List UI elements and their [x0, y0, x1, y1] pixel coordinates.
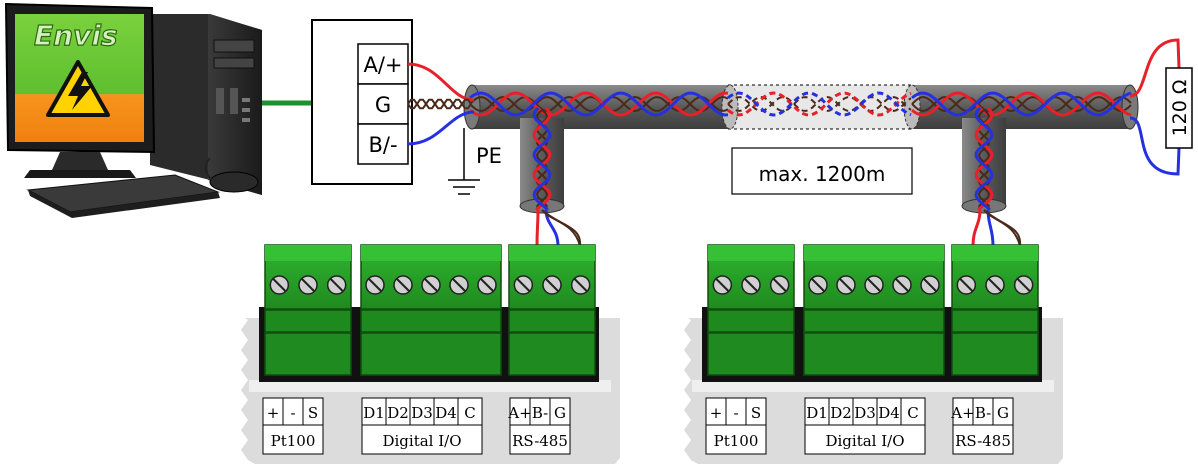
pin-table-rs-485: A+B- G RS-485 [950, 397, 1014, 455]
screw-icon [892, 275, 912, 295]
terminal-block-digital-i-o [803, 244, 945, 376]
pin-label: D2 [387, 404, 409, 422]
pin-label: - [290, 404, 295, 422]
pin-label: A+ [507, 404, 531, 422]
pin-label: S [751, 404, 761, 422]
mouse [209, 171, 259, 193]
group-label: Digital I/O [382, 432, 461, 450]
screw-icon [326, 275, 347, 295]
pin-label: B- [532, 404, 548, 422]
twisted-pair-wires [407, 38, 1181, 247]
screw-icon [769, 275, 790, 295]
group-label: Pt100 [714, 432, 759, 450]
screw-icon [421, 275, 441, 295]
brand-text: Envis [34, 19, 118, 52]
screw-icon [712, 275, 733, 295]
terminal-a-label: A/+ [363, 53, 402, 77]
screw-icon [1013, 275, 1034, 295]
pin-label: D1 [363, 404, 385, 422]
screw-icon [741, 275, 761, 295]
pin-label: + [267, 404, 280, 422]
distance-label: max. 1200m [759, 162, 886, 186]
screw-icon [269, 275, 290, 295]
monitor: Envis [4, 2, 156, 178]
terminal-block-rs-485 [951, 244, 1039, 376]
terminal-block-pt100 [707, 244, 795, 376]
terminator-label: 120 Ω [1169, 80, 1191, 137]
terminal-b-label: B/- [368, 133, 397, 157]
screw-icon [449, 275, 469, 295]
terminal-block-rs-485 [508, 244, 596, 376]
pin-label: + [710, 404, 723, 422]
ground-label: PE [476, 144, 502, 168]
screw-icon [513, 275, 534, 295]
group-label: RS-485 [955, 432, 1011, 450]
pin-label: D2 [830, 404, 852, 422]
terminal-a [357, 43, 409, 85]
terminal-block-digital-i-o [360, 244, 502, 376]
screw-icon [298, 275, 318, 295]
group-label: Digital I/O [825, 432, 904, 450]
screw-icon [570, 275, 591, 295]
screw-icon [808, 275, 828, 295]
pin-table-pt100: +-S Pt100 [262, 397, 324, 455]
pin-table-rs-485: A+B- G RS-485 [507, 397, 571, 455]
group-label: Pt100 [271, 432, 316, 450]
terminator-resistor: 120 Ω [1165, 67, 1193, 149]
screw-icon [477, 275, 497, 295]
pin-label: S [308, 404, 318, 422]
screw-icon [956, 275, 977, 295]
screw-icon [864, 275, 884, 295]
high-voltage-warning-icon [46, 60, 110, 117]
pin-label: A+ [950, 404, 974, 422]
ground-symbol: PE [448, 128, 502, 195]
converter-box: A/+ G B/- [311, 19, 413, 185]
group-label: RS-485 [512, 432, 568, 450]
screw-icon [985, 275, 1005, 295]
terminal-g-label: G [375, 93, 391, 117]
pin-table-pt100: +-S Pt100 [705, 397, 767, 455]
screw-icon [920, 275, 940, 295]
pin-label: G [554, 404, 566, 422]
terminal-block-pt100 [264, 244, 352, 376]
terminal-b [357, 123, 409, 165]
pin-label: C [464, 404, 475, 422]
pin-label: D1 [806, 404, 828, 422]
screw-icon [365, 275, 385, 295]
screw-icon [393, 275, 413, 295]
pin-label: D4 [435, 404, 457, 422]
screw-icon [542, 275, 562, 295]
computer: Envis [4, 2, 262, 218]
pin-label: D3 [411, 404, 433, 422]
pin-label: C [907, 404, 918, 422]
screw-icon [836, 275, 856, 295]
pin-label: - [733, 404, 738, 422]
pc-tower [150, 14, 262, 195]
pin-label: B- [975, 404, 991, 422]
distance-box: max. 1200m [731, 147, 913, 195]
pin-label: D4 [878, 404, 900, 422]
pin-label: G [997, 404, 1009, 422]
pin-label: D3 [854, 404, 876, 422]
